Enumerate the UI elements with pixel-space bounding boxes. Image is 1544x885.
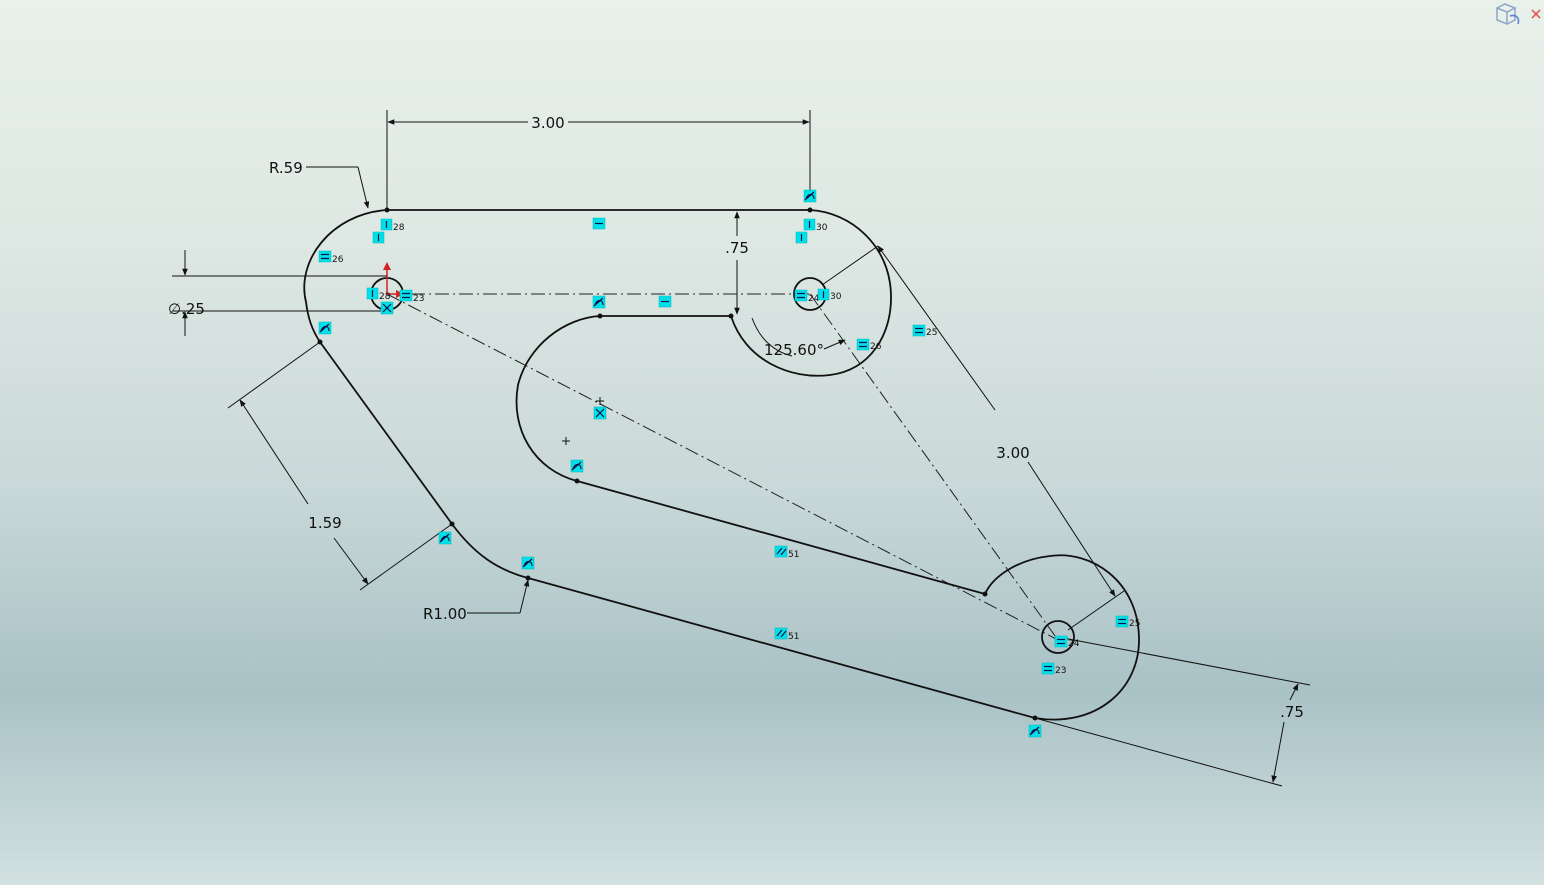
arc-center-marks (562, 397, 604, 445)
parallel-icon[interactable] (774, 545, 788, 558)
endpoint[interactable] (525, 575, 531, 581)
sketch-relations: 28 30 26 28 23 24 30 25 26 (318, 189, 1140, 738)
equal-icon[interactable] (794, 289, 808, 302)
left-edge[interactable] (319, 341, 453, 525)
top-right-arc[interactable] (730, 209, 892, 377)
equal-icon[interactable] (399, 289, 413, 302)
vertical-icon[interactable] (803, 218, 816, 231)
construction-lines (386, 293, 1059, 641)
bottom-right-arc[interactable] (984, 554, 1140, 721)
dim-hole-diameter[interactable]: ∅.25 (168, 300, 205, 318)
relation-label: 30 (816, 223, 828, 233)
relation-label: 51 (788, 632, 799, 642)
midpoint-icon[interactable] (593, 406, 607, 420)
endpoint[interactable] (597, 313, 603, 319)
equal-icon[interactable] (1115, 615, 1129, 628)
equal-icon[interactable] (1054, 635, 1068, 648)
dim-top-length[interactable]: 3.00 (531, 114, 564, 132)
vertical-icon[interactable] (817, 288, 830, 301)
dim-diagonal-length[interactable]: 3.00 (996, 444, 1029, 462)
vertical-icon[interactable] (372, 231, 385, 244)
equal-icon[interactable] (912, 324, 926, 337)
inner-slot-edge[interactable] (576, 480, 986, 595)
endpoint[interactable] (728, 313, 734, 319)
endpoint[interactable] (807, 207, 813, 213)
coincident-icon[interactable] (380, 301, 394, 315)
equal-icon[interactable] (1041, 662, 1055, 675)
dim-left-length[interactable]: 1.59 (308, 514, 341, 532)
tangent-icon[interactable] (1028, 724, 1042, 738)
dim-top-offset[interactable]: .75 (725, 239, 749, 257)
relation-label: 30 (830, 292, 842, 302)
horizontal-icon[interactable] (658, 295, 672, 308)
relation-label: 28 (379, 292, 391, 302)
vertical-icon[interactable] (795, 231, 808, 244)
vertical-icon[interactable] (366, 287, 379, 300)
relation-label: 51 (788, 550, 799, 560)
tangent-icon[interactable] (592, 295, 606, 309)
equal-icon[interactable] (318, 250, 332, 263)
tangent-icon[interactable] (318, 321, 332, 335)
vertical-icon[interactable] (380, 218, 393, 231)
relation-label: 23 (1055, 666, 1066, 676)
relation-label: 23 (413, 294, 424, 304)
tangent-icon[interactable] (803, 189, 817, 203)
bottom-edge[interactable] (527, 577, 1036, 719)
relation-label: 26 (870, 342, 882, 352)
centerline-diagonal[interactable] (386, 293, 1059, 641)
endpoint[interactable] (574, 478, 580, 484)
tangent-icon[interactable] (438, 531, 452, 545)
dimensions: 3.00 R.59 .75 ∅.25 125.60° 3.00 1.59 (168, 110, 1311, 787)
hole-bottom[interactable] (1041, 620, 1075, 654)
relation-label: 25 (1129, 619, 1140, 629)
inner-left-arc[interactable] (515, 315, 601, 482)
equal-icon[interactable] (856, 338, 870, 351)
parallel-icon[interactable] (774, 627, 788, 640)
dim-bottom-offset[interactable]: .75 (1280, 703, 1304, 721)
relation-label: 24 (1068, 639, 1080, 649)
centerline-right[interactable] (809, 293, 1059, 641)
relation-label: 26 (332, 255, 344, 265)
endpoint[interactable] (982, 591, 988, 597)
dim-angle[interactable]: 125.60° (764, 341, 824, 359)
tangent-icon[interactable] (521, 556, 535, 570)
dim-radius-top-left[interactable]: R.59 (269, 159, 303, 177)
left-arc[interactable] (303, 209, 388, 343)
tangent-icon[interactable] (570, 459, 584, 473)
relation-label: 24 (808, 294, 820, 304)
bottom-left-arc[interactable] (451, 523, 529, 579)
view-orientation-icon[interactable] (1484, 0, 1544, 40)
dim-radius-bottom-left[interactable]: R1.00 (423, 605, 467, 623)
origin-marker (383, 262, 404, 298)
relation-label: 28 (393, 223, 405, 233)
horizontal-icon[interactable] (592, 217, 606, 230)
sketch-geometry (303, 207, 1140, 721)
relation-label: 25 (926, 328, 937, 338)
